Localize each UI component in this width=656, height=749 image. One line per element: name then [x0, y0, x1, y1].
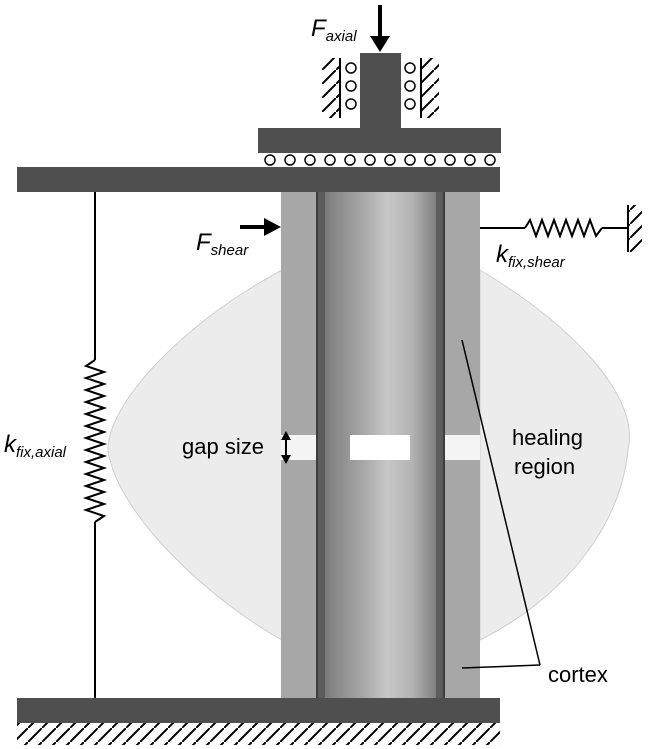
- healing-region: [107, 269, 283, 641]
- shear-force-arrow: [264, 218, 281, 236]
- f-axial-label: Faxial: [311, 15, 357, 45]
- cortex-leader: [461, 664, 541, 669]
- top-load-stem: [360, 53, 401, 128]
- f-shear-label: Fshear: [196, 229, 249, 259]
- gap-region-center: [350, 435, 410, 460]
- cortex-right-lower: [444, 460, 480, 698]
- cortex-left-upper: [281, 190, 317, 435]
- marrow-inner-dark-right: [436, 190, 444, 698]
- plate-rollers: [264, 154, 496, 166]
- cortex-right-upper: [444, 190, 480, 435]
- healing-region-leader: [461, 339, 541, 666]
- marrow-inner-dark-left: [317, 190, 325, 698]
- k-fix-shear-label: kfix,shear: [496, 241, 566, 271]
- axial-force-arrow: [370, 36, 390, 52]
- ground-hatch: [17, 723, 500, 745]
- k-fix-axial-label: kfix,axial: [4, 431, 67, 461]
- top-load-plate: [258, 128, 501, 153]
- cortex-left-lower: [281, 460, 317, 698]
- healing-region-label-line1: healing: [512, 425, 583, 450]
- healing-region-label-line2: region: [514, 454, 575, 479]
- cortex-label: cortex: [548, 662, 608, 687]
- bottom-fixator-bar: [17, 698, 500, 723]
- shear-spring: [524, 217, 603, 239]
- stem-rollers: [345, 62, 416, 110]
- gap-size-label: gap size: [182, 434, 264, 459]
- axial-spring: [82, 359, 108, 523]
- healing-region: [479, 269, 630, 641]
- top-fixator-bar: [17, 167, 500, 192]
